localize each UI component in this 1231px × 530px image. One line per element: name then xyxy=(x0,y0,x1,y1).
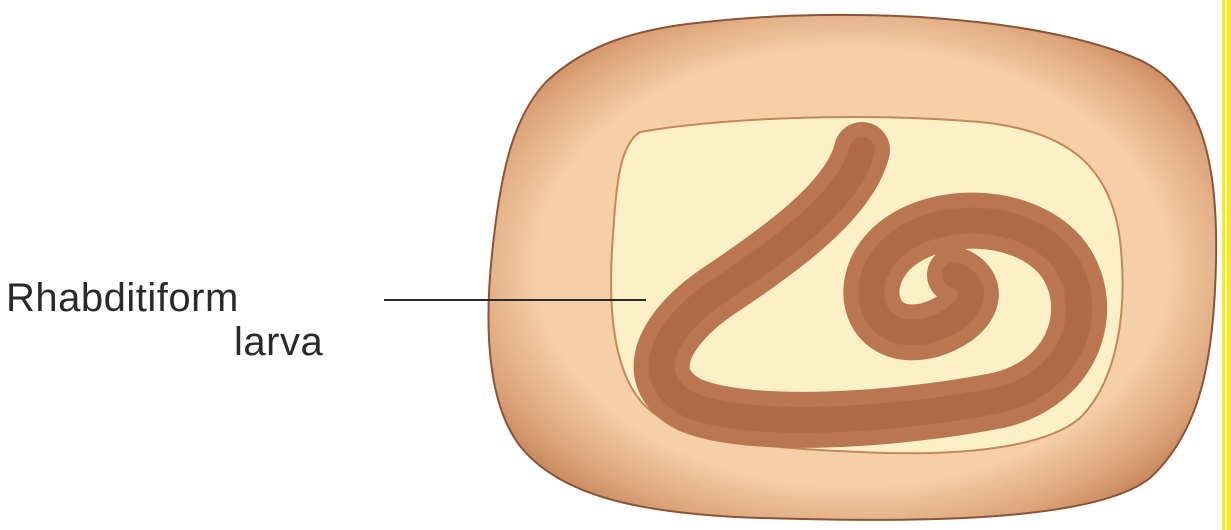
label-rhabditiform: Rhabditiform xyxy=(6,276,239,320)
label-larva: larva xyxy=(234,320,323,364)
edge-highlight-inner xyxy=(1225,0,1227,530)
leader-line xyxy=(384,299,646,301)
